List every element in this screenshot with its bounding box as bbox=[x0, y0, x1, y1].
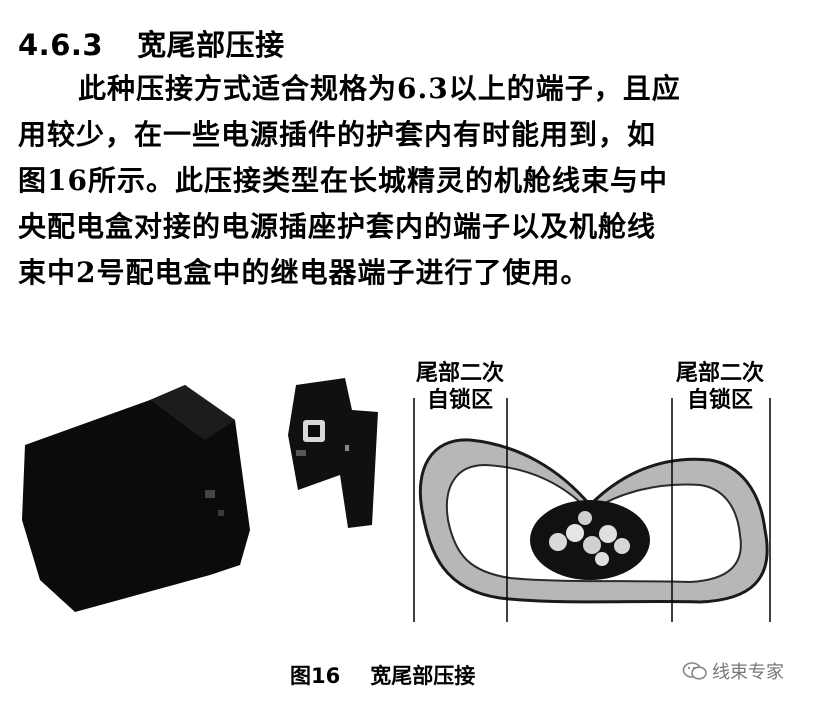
terminal-image bbox=[288, 378, 378, 528]
right-zone-label: 尾部二次 自锁区 bbox=[675, 361, 764, 413]
paragraph-line: 图16所示。此压接类型在长城精灵的机舱线束与中 bbox=[18, 164, 668, 197]
section-heading: 4.6.3 宽尾部压接 bbox=[18, 22, 285, 64]
figure-number: 图16 bbox=[290, 664, 341, 688]
wechat-icon bbox=[682, 661, 708, 686]
left-zone-label: 尾部二次 自锁区 bbox=[415, 361, 504, 413]
figure-illustration bbox=[22, 378, 771, 622]
body-paragraph: 此种压接方式适合规格为6.3以上的端子，且应 用较少，在一些电源插件的护套内有时… bbox=[18, 66, 793, 296]
zone-boundary-lines bbox=[413, 398, 771, 622]
crimp-cross-section bbox=[418, 438, 769, 604]
watermark: 线束专家 bbox=[682, 658, 784, 686]
paragraph-line: 用较少，在一些电源插件的护套内有时能用到，如 bbox=[18, 118, 657, 151]
figure-16: 尾部二次 自锁区 尾部二次 自锁区 bbox=[0, 350, 818, 650]
paragraph-line: 此种压接方式适合规格为6.3以上的端子，且应 bbox=[78, 72, 681, 105]
figure-caption: 图16 宽尾部压接 bbox=[290, 660, 475, 690]
watermark-text: 线束专家 bbox=[712, 662, 784, 683]
connector-housing-image bbox=[22, 385, 250, 612]
section-title: 宽尾部压接 bbox=[137, 28, 285, 62]
paragraph-line: 央配电盒对接的电源插座护套内的端子以及机舱线 bbox=[18, 210, 657, 243]
section-number: 4.6.3 bbox=[18, 28, 104, 62]
paragraph-line: 束中2号配电盒中的继电器端子进行了使用。 bbox=[18, 256, 590, 289]
figure-title: 宽尾部压接 bbox=[370, 664, 476, 688]
